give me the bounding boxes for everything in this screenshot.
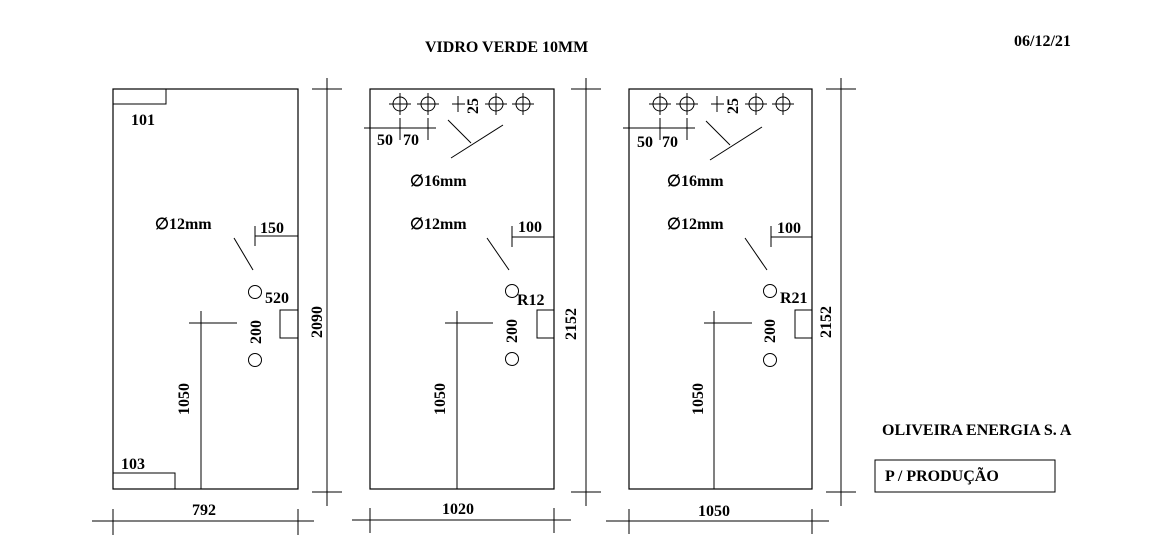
panel-1: 101 103 ∅12mm 150 520 200 1050 2090 792 — [92, 78, 342, 535]
panel-1-hole-leader — [233, 237, 254, 271]
panel-3-hole16-leader — [705, 120, 731, 146]
panel-2-dim-50: 50 — [377, 132, 393, 149]
panel-3-dim-200: 200 — [762, 319, 779, 343]
panel-2-dim-100: 100 — [518, 219, 542, 236]
drawing-date: 06/12/21 — [1014, 33, 1071, 50]
company-name: OLIVEIRA ENERGIA S. A — [882, 422, 1072, 439]
production-stamp-box — [874, 459, 1056, 493]
panel-1-dim-150: 150 — [260, 220, 284, 237]
panel-1-corner-notch-bottom — [112, 472, 176, 490]
panel-2-hole12-label: ∅12mm — [410, 216, 467, 233]
panel-2-handle-cutout — [536, 309, 555, 339]
panel-2: 25 50 70 ∅16mm ∅12mm 100 R12 200 1050 21… — [352, 78, 601, 533]
panel-3-dim-25: 25 — [725, 98, 742, 114]
panel-3-dim-1050: 1050 — [690, 383, 707, 415]
panel-2-dim-70: 70 — [403, 132, 419, 149]
panel-3: 25 50 70 ∅16mm ∅12mm 100 R21 200 1050 21… — [606, 78, 856, 534]
panel-2-dim-1050: 1050 — [432, 383, 449, 415]
panel-2-hole16-leader — [447, 119, 472, 144]
panel-2-dim-200: 200 — [504, 319, 521, 343]
panel-1-corner-notch-top — [112, 88, 167, 105]
panel-3-hole-lower — [763, 353, 777, 367]
panel-1-hole-upper — [248, 285, 262, 299]
drawing-title: VIDRO VERDE 10MM — [425, 39, 588, 56]
panel-2-radius: R12 — [517, 292, 545, 309]
panel-2-hole12-leader — [486, 237, 510, 271]
panel-3-height: 2152 — [818, 306, 835, 338]
panel-3-hole12-leader — [744, 237, 768, 271]
panel-3-width: 1050 — [698, 503, 730, 520]
panel-1-hole-label: ∅12mm — [155, 216, 212, 233]
panel-3-handle-cutout — [794, 309, 813, 339]
panel-2-outline — [369, 88, 555, 490]
panel-1-handle-cutout — [279, 309, 299, 339]
panel-3-hinge-holes — [649, 93, 794, 115]
panel-1-dim-1050: 1050 — [176, 383, 193, 415]
panel-3-radius: R21 — [780, 290, 808, 307]
panel-3-hole12-label: ∅12mm — [667, 216, 724, 233]
panel-2-width: 1020 — [442, 501, 474, 518]
panel-1-dim-520: 520 — [265, 290, 289, 307]
panel-1-corner-bottom-label: 103 — [121, 456, 145, 473]
panel-2-hole16-label: ∅16mm — [410, 173, 467, 190]
panel-1-corner-top-label: 101 — [131, 112, 155, 129]
panel-2-hinge-holes — [389, 93, 534, 115]
panel-3-hole16-label: ∅16mm — [667, 173, 724, 190]
panel-3-dim-70: 70 — [662, 134, 678, 151]
panel-2-hole-lower — [505, 352, 519, 366]
panel-1-outline — [112, 88, 299, 490]
panel-2-height: 2152 — [563, 308, 580, 340]
panel-1-dim-200: 200 — [248, 320, 265, 344]
production-stamp: P / PRODUÇÃO — [885, 466, 999, 485]
panel-3-hole-upper — [763, 284, 777, 298]
panel-3-outline — [628, 88, 813, 490]
panel-1-hole-lower — [248, 353, 262, 367]
panel-2-dim-25: 25 — [465, 98, 482, 114]
panel-1-width: 792 — [192, 502, 216, 519]
panel-2-hole-upper — [505, 284, 519, 298]
panel-3-dim-50: 50 — [637, 134, 653, 151]
panel-1-height: 2090 — [309, 306, 326, 338]
panel-3-dim-100: 100 — [777, 220, 801, 237]
